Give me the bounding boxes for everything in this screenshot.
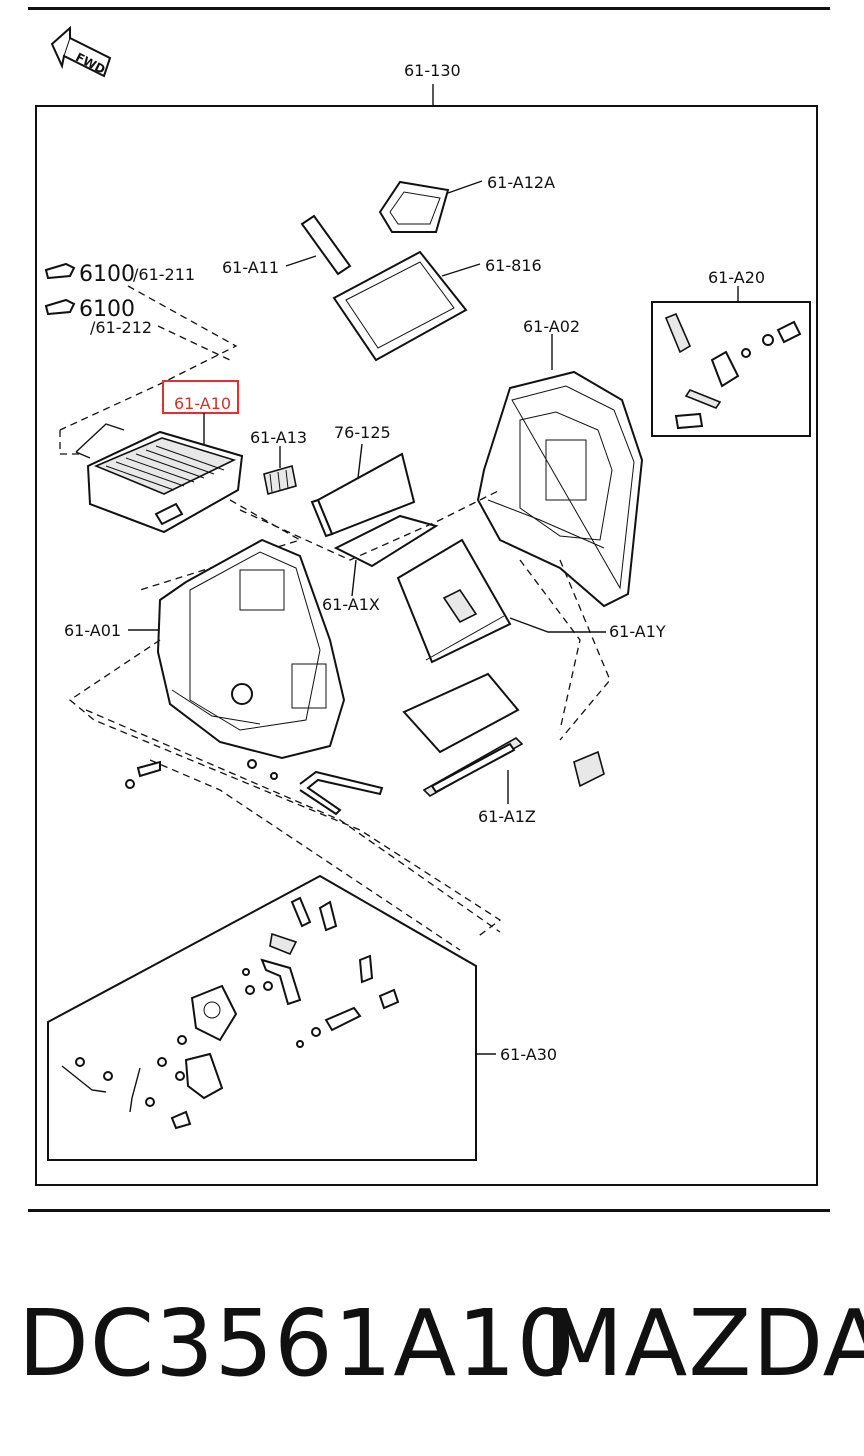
- bottom-rule: [28, 1209, 830, 1212]
- gasket-frame-part: [332, 250, 468, 362]
- foam-strip-part: [300, 214, 352, 276]
- label-clip: 61-A13: [250, 428, 307, 447]
- actuator-kit-box: [47, 874, 477, 1161]
- label-door-x: 61-A1X: [322, 595, 380, 614]
- top-rule: [28, 7, 830, 10]
- pad-part: [573, 750, 605, 788]
- pointing-hand-icon: [44, 262, 76, 280]
- label-actuator-kit: 61-A30: [500, 1045, 557, 1064]
- ref-2-num: 6100: [79, 297, 135, 322]
- screw-part: [125, 759, 278, 789]
- evaporator-part: [310, 452, 439, 568]
- label-seal-a: 61-A12A: [487, 173, 555, 192]
- link-kit-parts: [664, 312, 802, 430]
- label-evap: 76-125: [334, 423, 391, 442]
- upper-case-part: [476, 370, 644, 608]
- label-frame: 61-816: [485, 256, 542, 275]
- label-link-kit: 61-A20: [708, 268, 765, 287]
- link-kit-box: [651, 301, 811, 437]
- door-z-part: [402, 672, 524, 797]
- highlight-box: [162, 380, 239, 414]
- clip-part: [263, 464, 297, 496]
- cabin-filter-part: [75, 423, 244, 534]
- label-door-y: 61-A1Y: [609, 622, 666, 641]
- part-number: DC3561A10: [18, 1290, 577, 1397]
- assembly-frame: [35, 105, 818, 1186]
- label-filter: 61-A10: [174, 394, 231, 413]
- u-bracket-part: [299, 770, 384, 816]
- lower-case-part: [156, 538, 346, 760]
- ref-2-sub: /61-212: [90, 318, 152, 337]
- label-case-upper: 61-A02: [523, 317, 580, 336]
- pointing-hand-icon: [44, 298, 76, 316]
- fwd-arrow-icon: FWD: [50, 25, 112, 78]
- label-seal-b: 61-A11: [222, 258, 279, 277]
- ref-1: 6100 /61-211: [44, 262, 195, 287]
- door-y-part: [396, 538, 512, 664]
- caption: DC3561A10 MAZDA: [0, 1290, 864, 1400]
- actuator-kit-parts: [61, 896, 400, 1130]
- ref-2: 6100 /61-212: [44, 297, 152, 337]
- ref-1-num: 6100: [79, 262, 135, 287]
- label-door-z: 61-A1Z: [478, 807, 536, 826]
- label-assembly: 61-130: [404, 61, 461, 80]
- label-case-lower: 61-A01: [64, 621, 121, 640]
- seal-part: [378, 180, 450, 233]
- ref-1-sub: /61-211: [133, 265, 195, 284]
- brand-name: MAZDA: [544, 1290, 864, 1397]
